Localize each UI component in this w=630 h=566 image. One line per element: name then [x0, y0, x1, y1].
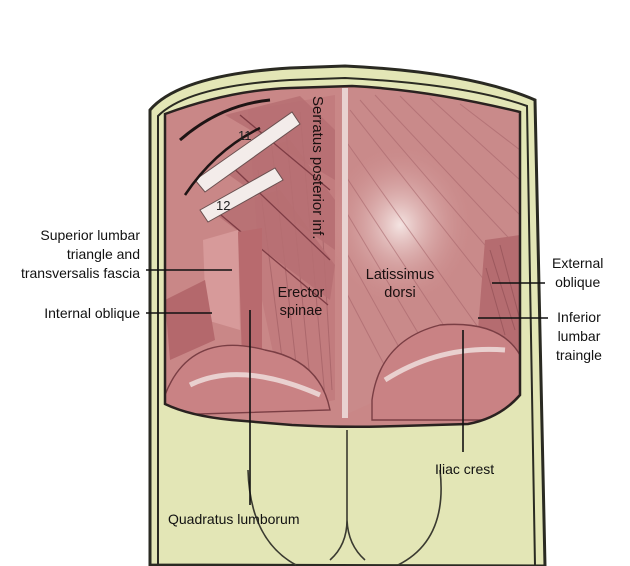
label-inferior-lumbar-triangle: Inferior lumbar traingle	[556, 308, 602, 365]
label-line: Erector	[277, 285, 325, 301]
label-line: External	[552, 255, 604, 271]
label-line: lumbar	[557, 328, 601, 344]
ribs	[179, 98, 301, 223]
label-iliac-crest: Iliac crest	[435, 460, 494, 479]
label-line: dorsi	[384, 285, 416, 301]
rib-11	[194, 111, 301, 193]
label-internal-oblique: Internal oblique	[0, 304, 140, 323]
label-superior-lumbar-triangle: Superior lumbar triangle and transversal…	[0, 226, 140, 283]
superior-lumbar-triangle	[203, 228, 262, 360]
label-serratus-posterior: Serratus posterior inf.	[309, 96, 326, 240]
torso-inner-outline	[157, 76, 536, 566]
label-line: triangle and	[66, 246, 140, 262]
iliac-crest-region	[165, 323, 520, 421]
label-external-oblique: External oblique	[552, 254, 603, 292]
leader-lines	[146, 269, 548, 505]
label-latissimus-dorsi: Latissimus dorsi	[355, 266, 445, 302]
dissection-rim	[163, 84, 522, 429]
buttocks-outline	[247, 430, 442, 566]
label-line: Quadratus lumborum	[168, 511, 300, 527]
label-erector-spinae: Erector spinae	[266, 284, 336, 320]
label-rib-12: 12	[216, 198, 231, 213]
rib-12	[199, 167, 284, 223]
label-rib-11: 11	[238, 128, 252, 143]
dissection-window	[165, 86, 520, 427]
label-line: Iliac crest	[435, 461, 495, 477]
internal-oblique-muscle	[165, 280, 215, 360]
label-line: spinae	[279, 303, 323, 319]
label-line: Inferior	[557, 309, 601, 325]
label-line: transversalis fascia	[20, 265, 140, 281]
label-line: Superior lumbar	[40, 227, 140, 243]
label-line: Latissimus	[365, 267, 435, 283]
label-line: Internal oblique	[44, 305, 140, 321]
label-line: traingle	[556, 347, 602, 363]
label-line: oblique	[555, 274, 601, 290]
label-quadratus-lumborum: Quadratus lumborum	[168, 510, 300, 529]
